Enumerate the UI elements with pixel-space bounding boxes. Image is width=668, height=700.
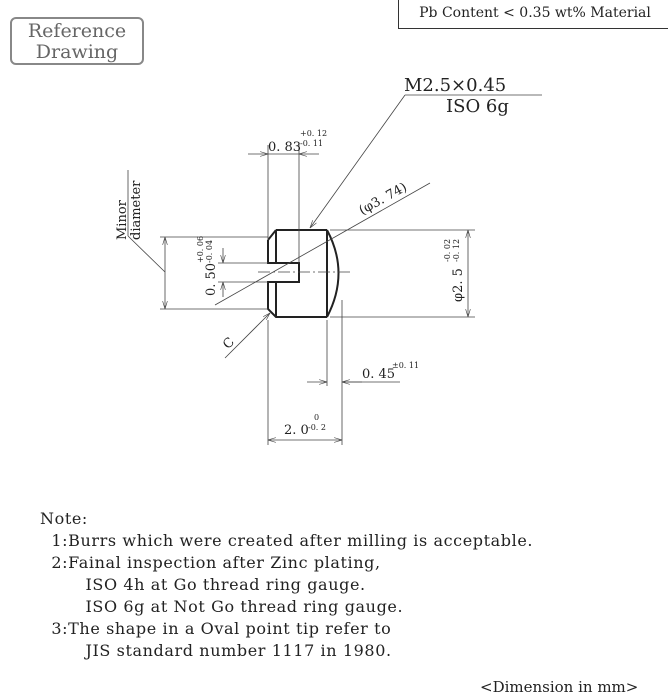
slot-width-upper-tol: +0. 06 [196, 236, 205, 263]
note-line: 1:Burrs which were created after milling… [40, 531, 534, 550]
outer-diameter-value: φ2. 5 [451, 268, 466, 302]
outer-diameter-lower-tol: -0. 12 [452, 239, 461, 262]
note-line: 2:Fainal inspection after Zinc plating, [40, 553, 381, 572]
thread-tolerance: ISO 6g [446, 96, 509, 117]
length-lower-tol: -0. 2 [308, 423, 326, 432]
slot-depth-lower-tol: -0. 11 [300, 139, 323, 148]
tip-tol: ±0. 11 [392, 361, 419, 370]
note-line: ISO 4h at Go thread ring gauge. [40, 575, 366, 594]
reference-drawing-label: Reference Drawing [10, 17, 144, 65]
thread-spec: M2.5×0.45 [404, 75, 506, 96]
slot-depth-value: 0. 83 [268, 140, 301, 155]
minor-label: Minor [115, 199, 130, 240]
length-value: 2. 0 [284, 423, 309, 438]
slot-width-lower-tol: -0. 04 [205, 240, 214, 263]
diameter-label: diameter [129, 180, 144, 240]
slot-depth-upper-tol: +0. 12 [300, 129, 327, 138]
part-outline [267, 229, 340, 318]
technical-drawing: M2.5×0.45 ISO 6g 0. 83 +0. 12 -0. 11 (φ3… [115, 75, 542, 445]
notes-heading: Note: [40, 509, 88, 528]
reference-label-line1: Reference [27, 20, 127, 42]
reference-label-line2: Drawing [35, 41, 119, 63]
length-upper-tol: 0 [314, 413, 319, 422]
material-label: Pb Content < 0.35 wt% Material [398, 0, 668, 29]
unit-label: <Dimension in mm> [480, 678, 639, 696]
note-line: ISO 6g at Not Go thread ring gauge. [40, 597, 404, 616]
outer-diameter-upper-tol: -0. 02 [443, 239, 452, 262]
note-line: 3:The shape in a Oval point tip refer to [40, 619, 392, 638]
chamfer-label: C [220, 335, 238, 353]
notes: Note: 1:Burrs which were created after m… [40, 508, 533, 662]
note-line: JIS standard number 1117 in 1980. [40, 641, 392, 660]
slot-width-value: 0. 50 [204, 263, 219, 296]
tip-value: 0. 45 [362, 367, 395, 382]
